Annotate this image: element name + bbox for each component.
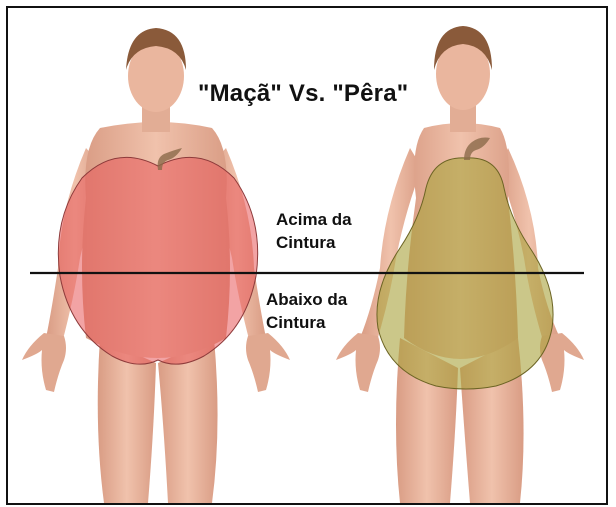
below-waist-label: Abaixo da Cintura (266, 288, 347, 334)
infographic-frame: "Maçã" Vs. "Pêra" Acima da Cintura Abaix… (6, 6, 608, 505)
below-waist-line2: Cintura (266, 311, 347, 334)
above-waist-label: Acima da Cintura (276, 208, 352, 254)
above-waist-line2: Cintura (276, 231, 352, 254)
below-waist-line1: Abaixo da (266, 288, 347, 311)
above-waist-line1: Acima da (276, 208, 352, 231)
title: "Maçã" Vs. "Pêra" (198, 80, 408, 108)
